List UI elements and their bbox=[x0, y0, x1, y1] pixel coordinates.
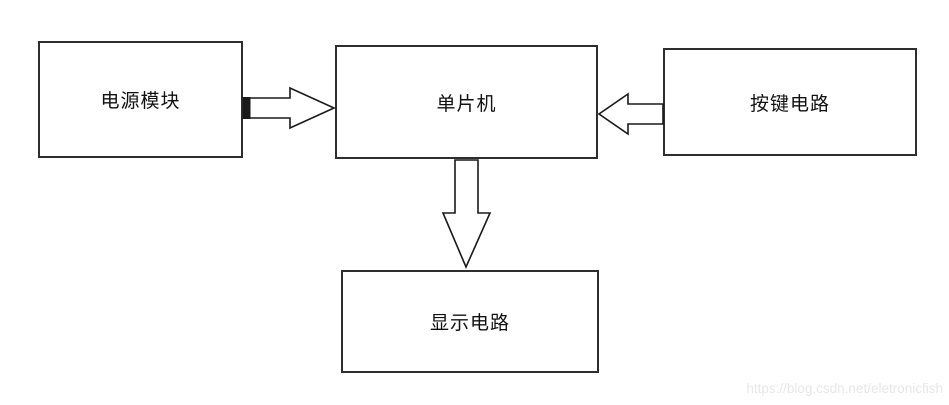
node-display-circuit: 显示电路 bbox=[341, 270, 599, 373]
arrow-mcu-to-display-icon bbox=[441, 159, 492, 270]
watermark-url: https://blog.csdn.net/eletronicfish bbox=[746, 381, 943, 396]
node-mcu: 单片机 bbox=[335, 45, 598, 159]
node-display-circuit-label: 显示电路 bbox=[429, 313, 510, 334]
arrow-power-to-mcu-icon bbox=[242, 86, 336, 130]
node-power-module-label: 电源模块 bbox=[100, 91, 181, 112]
node-key-circuit-label: 按键电路 bbox=[749, 93, 830, 115]
node-mcu-label: 单片机 bbox=[436, 93, 497, 115]
node-key-circuit: 按键电路 bbox=[663, 48, 917, 156]
node-power-module: 电源模块 bbox=[38, 41, 243, 158]
arrow-keys-to-mcu-icon bbox=[597, 92, 664, 136]
